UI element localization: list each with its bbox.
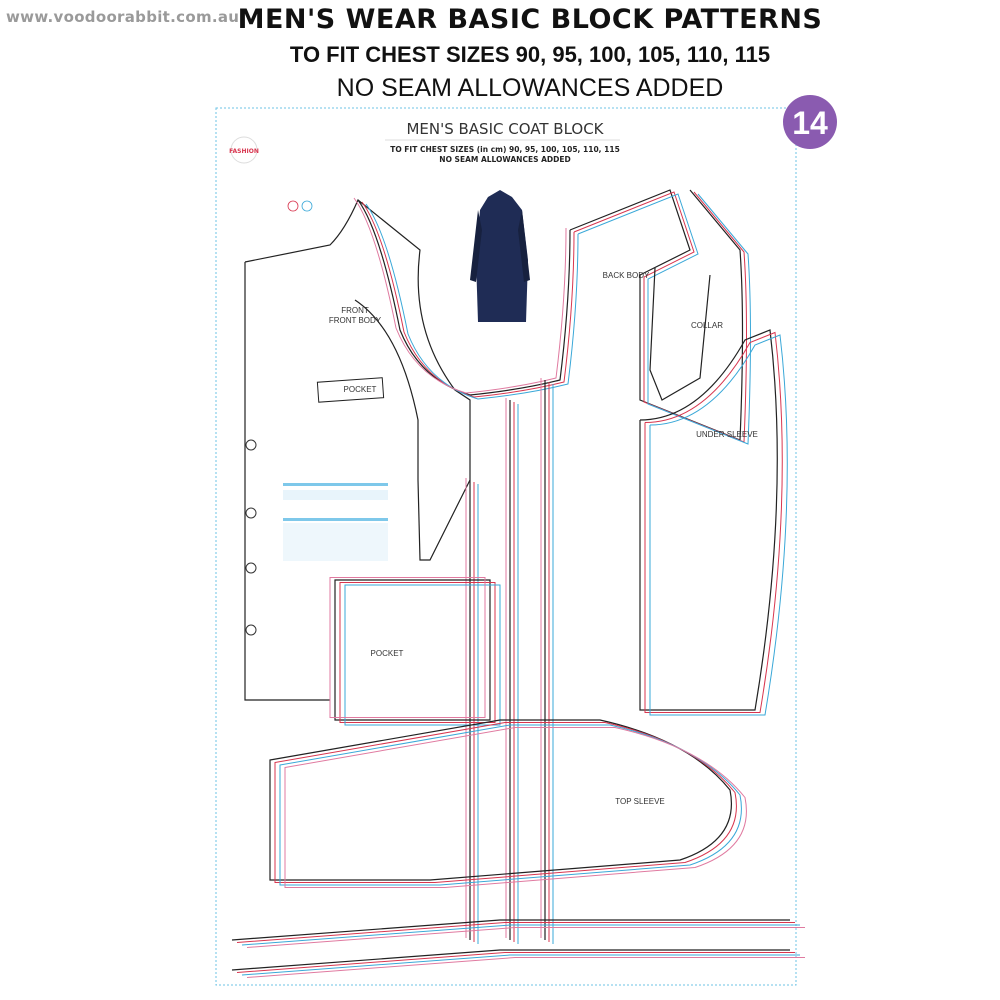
hem-lines [241, 924, 800, 976]
back-body-outline [577, 193, 751, 445]
label-pocket-flap: POCKET [344, 385, 377, 394]
armhole-curve [361, 201, 575, 398]
top-sleeve-outline [284, 727, 747, 888]
center-panel [469, 380, 546, 940]
sheet-title: MEN'S BASIC COAT BLOCK [406, 120, 604, 138]
hem-lines [236, 922, 795, 973]
page-subtitle: TO FIT CHEST SIZES 90, 95, 100, 105, 110… [289, 42, 771, 67]
coat-illustration [470, 190, 530, 322]
under-sleeve-outline [644, 331, 783, 713]
fashion-logo [230, 136, 258, 164]
badge-number: 14 [792, 105, 828, 141]
center-panel [465, 378, 542, 938]
center-panel [473, 382, 550, 942]
label-front-body-1: FRONT [341, 306, 369, 315]
hem-lines [246, 927, 805, 978]
sheet-subtitle: TO FIT CHEST SIZES (in cm) 90, 95, 100, … [390, 145, 620, 154]
label-under-sleeve: UNDER SLEEVE [696, 430, 758, 439]
pocket-outline [344, 584, 501, 726]
pocket-outline [339, 582, 496, 723]
measurement-tables [283, 483, 388, 561]
label-back-body: BACK BODY [603, 271, 650, 280]
pocket-flap-piece [316, 377, 385, 403]
page-title: MEN'S WEAR BASIC BLOCK PATTERNS [237, 4, 823, 35]
sheet-border [215, 107, 797, 986]
armhole-curve [365, 203, 579, 400]
top-sleeve-outline [279, 724, 742, 886]
pattern-pieces [231, 189, 805, 978]
hem-lines [231, 919, 790, 971]
center-panel [477, 384, 554, 944]
top-sleeve-outline [269, 719, 732, 881]
watermark: www.voodoorabbit.com.au [6, 8, 240, 26]
fold-icon [301, 200, 313, 212]
top-sleeve-outline [274, 722, 737, 883]
pocket-outline [329, 577, 486, 718]
label-collar: COLLAR [691, 321, 723, 330]
label-front-body: FRONT BODY [329, 316, 382, 325]
sheet-note: NO SEAM ALLOWANCES ADDED [439, 155, 570, 164]
under-sleeve-outline [649, 334, 788, 716]
logo-text: FASHION [229, 148, 259, 155]
armhole-curve [353, 197, 567, 394]
armhole-curve [357, 199, 571, 396]
back-body-outline [569, 189, 744, 441]
pocket-outline [334, 579, 491, 721]
seam-note: NO SEAM ALLOWANCES ADDED [336, 74, 724, 102]
label-pocket: POCKET [371, 649, 404, 658]
back-body-outline [573, 191, 747, 443]
badge [783, 95, 837, 149]
cut-icon [287, 200, 299, 212]
label-top-sleeve: TOP SLEEVE [615, 797, 665, 806]
buttons [245, 439, 257, 636]
collar-outline [649, 267, 711, 401]
under-sleeve-outline [639, 329, 778, 711]
front-body-outline [244, 199, 471, 701]
